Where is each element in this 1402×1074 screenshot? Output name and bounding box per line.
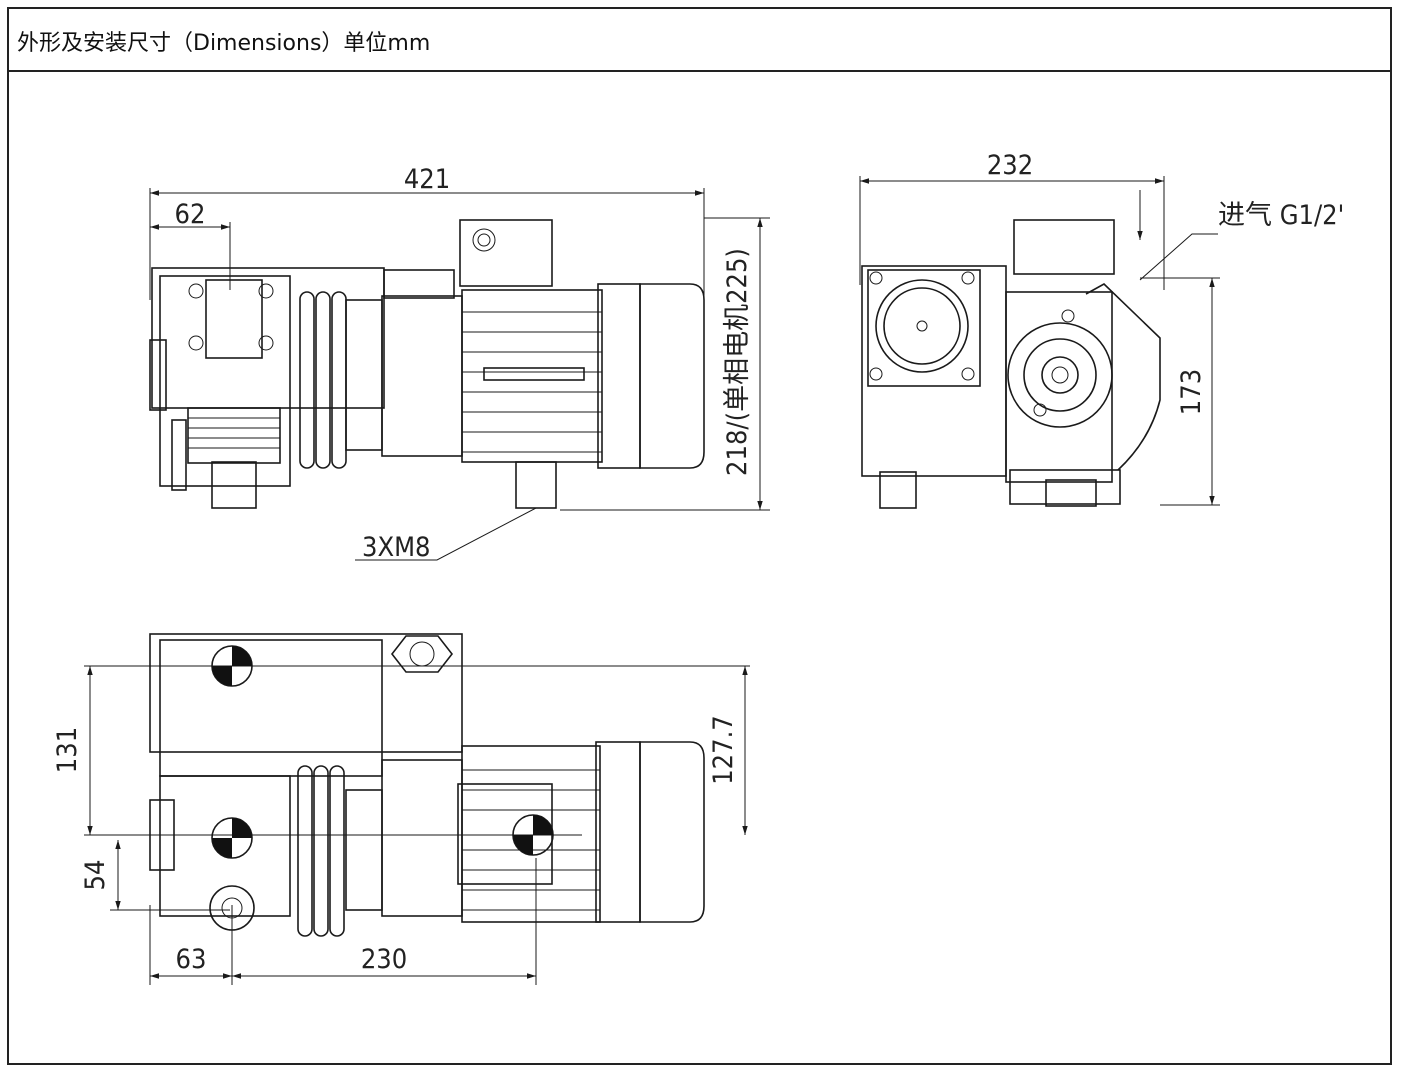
label-inlet: 进气 G1/2'	[1218, 200, 1344, 231]
drawing-frame: 外形及安装尺寸（Dimensions）单位mm	[7, 7, 1392, 1065]
title-bar: 外形及安装尺寸（Dimensions）单位mm	[9, 9, 1390, 72]
dim-232: 232	[987, 150, 1033, 181]
dim-421: 421	[404, 164, 450, 195]
page-title: 外形及安装尺寸（Dimensions）单位mm	[17, 31, 431, 56]
dim-62: 62	[175, 199, 206, 230]
side-view	[859, 176, 1220, 509]
dim-63: 63	[176, 944, 207, 975]
label-3xm8: 3XM8	[362, 532, 431, 563]
dim-127-7: 127.7	[708, 715, 739, 785]
dim-173: 173	[1176, 369, 1207, 415]
dim-218-225: 218/(单相电机225)	[722, 248, 753, 476]
dim-131: 131	[52, 727, 83, 773]
dim-54: 54	[80, 860, 111, 891]
top-view	[84, 633, 750, 985]
front-view	[149, 188, 770, 561]
dim-230: 230	[361, 944, 407, 975]
